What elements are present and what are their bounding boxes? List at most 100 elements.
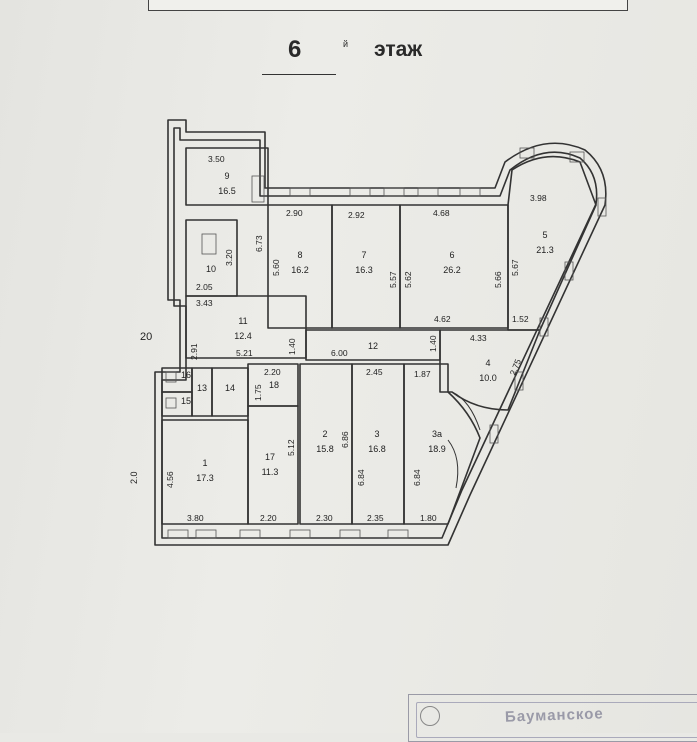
room-area: 21.3 <box>536 245 554 255</box>
dimension-label: 2.90 <box>286 208 303 218</box>
bathtub <box>201 233 217 255</box>
dimension-label: 5.60 <box>271 259 281 276</box>
room-number: 3 <box>374 429 379 439</box>
room-area: 16.3 <box>355 265 373 275</box>
room-number: 18 <box>269 380 279 390</box>
room-labels: 9 16.5 10 8 16.2 7 16.3 6 26.2 5 21.3 11… <box>181 171 554 483</box>
dimension-label: 6.86 <box>340 431 350 448</box>
window-top-4 <box>417 187 439 197</box>
window-bottom-5 <box>339 529 361 539</box>
dimension-label: 2.20 <box>264 367 281 377</box>
room-number: 7 <box>361 250 366 260</box>
room-area: 16.5 <box>218 186 236 196</box>
room-number: 5 <box>542 230 547 240</box>
window-bottom-6 <box>387 529 409 539</box>
dimension-label: 2.92 <box>348 210 365 220</box>
outside-dim-left: 2.0 <box>129 471 139 484</box>
dimension-label: 2.75 <box>508 357 524 376</box>
dimension-label: 4.33 <box>470 333 487 343</box>
room-number: 6 <box>449 250 454 260</box>
room-area: 16.2 <box>291 265 309 275</box>
room-area: 10.0 <box>479 373 497 383</box>
floor-suffix: й <box>343 39 349 49</box>
room-number: 4 <box>485 358 490 368</box>
window-top-5 <box>459 187 481 197</box>
dimension-label: 1.80 <box>420 513 437 523</box>
dimension-label: 6.84 <box>412 469 422 486</box>
toilet-16 <box>165 371 177 383</box>
room-area: 18.9 <box>428 444 446 454</box>
dimension-label: 6.84 <box>356 469 366 486</box>
dimension-label: 5.66 <box>493 271 503 288</box>
curve-4 <box>451 391 481 431</box>
title-frame <box>148 0 628 11</box>
dimension-label: 4.62 <box>434 314 451 324</box>
stamp-circle-icon <box>420 706 440 726</box>
dimension-label: 4.56 <box>165 471 175 488</box>
window-round-1 <box>519 147 535 159</box>
window-top-3 <box>383 187 405 197</box>
outer-wall <box>154 119 607 546</box>
dimension-label: 3.98 <box>530 193 547 203</box>
room-number: 15 <box>181 396 191 406</box>
dimension-label: 1.75 <box>253 384 263 401</box>
room-5-wall <box>507 155 597 331</box>
room-number: 8 <box>297 250 302 260</box>
dimension-label: 3.43 <box>196 298 213 308</box>
room-number: 14 <box>225 383 235 393</box>
room-area: 17.3 <box>196 473 214 483</box>
room-area: 16.8 <box>368 444 386 454</box>
dimension-label: 4.68 <box>433 208 450 218</box>
room-number: 3а <box>432 429 442 439</box>
dimension-label: 5.12 <box>286 439 296 456</box>
dimension-label: 3.20 <box>224 249 234 266</box>
window-side-4 <box>489 424 499 444</box>
room-area: 26.2 <box>443 265 461 275</box>
dimension-label: 2.91 <box>189 343 199 360</box>
window-bottom-2 <box>195 529 217 539</box>
dimension-label: 2.35 <box>367 513 384 523</box>
room-number: 12 <box>368 341 378 351</box>
window-side-2 <box>539 317 549 337</box>
dimension-label: 2.30 <box>316 513 333 523</box>
room-number: 9 <box>224 171 229 181</box>
window-bottom-3 <box>239 529 261 539</box>
room-number: 16 <box>181 370 191 380</box>
window-side-1 <box>564 261 574 281</box>
window-round-3 <box>597 197 607 217</box>
dimension-label: 1.52 <box>512 314 529 324</box>
room-area: 12.4 <box>234 331 252 341</box>
outside-label-20: 20 <box>140 331 152 343</box>
room-number: 10 <box>206 264 216 274</box>
dimension-label: 1.40 <box>428 335 438 352</box>
windows-group <box>165 147 607 539</box>
window-bottom-4 <box>289 529 311 539</box>
stove <box>251 175 265 203</box>
dimension-label: 5.57 <box>388 271 398 288</box>
toilet-15 <box>165 397 177 409</box>
dimension-labels: 3.50 6.73 3.20 2.05 2.90 5.60 2.92 5.57 … <box>165 154 547 523</box>
dimension-label: 5.67 <box>510 259 520 276</box>
room-3a-wall <box>403 363 481 525</box>
dimension-label: 3.80 <box>187 513 204 523</box>
header-underline <box>262 74 336 75</box>
window-side-3 <box>514 371 524 391</box>
window-top-2 <box>349 187 371 197</box>
room-number: 1 <box>202 458 207 468</box>
dimension-label: 5.62 <box>403 271 413 288</box>
curve-3a <box>447 439 459 489</box>
stamp-text: Бауманское <box>504 705 605 726</box>
dimension-label: 1.87 <box>414 369 431 379</box>
room-area: 11.3 <box>262 467 279 477</box>
room-number: 13 <box>197 383 207 393</box>
dimension-label: 2.05 <box>196 282 213 292</box>
floor-word: этаж <box>374 38 423 61</box>
dimension-label: 2.20 <box>260 513 277 523</box>
dimension-label: 2.45 <box>366 367 383 377</box>
window-bottom-1 <box>167 529 189 539</box>
dimension-label: 6.00 <box>331 348 348 358</box>
room-number: 2 <box>322 429 327 439</box>
dimension-label: 1.40 <box>287 338 297 355</box>
room-number: 17 <box>265 452 275 462</box>
